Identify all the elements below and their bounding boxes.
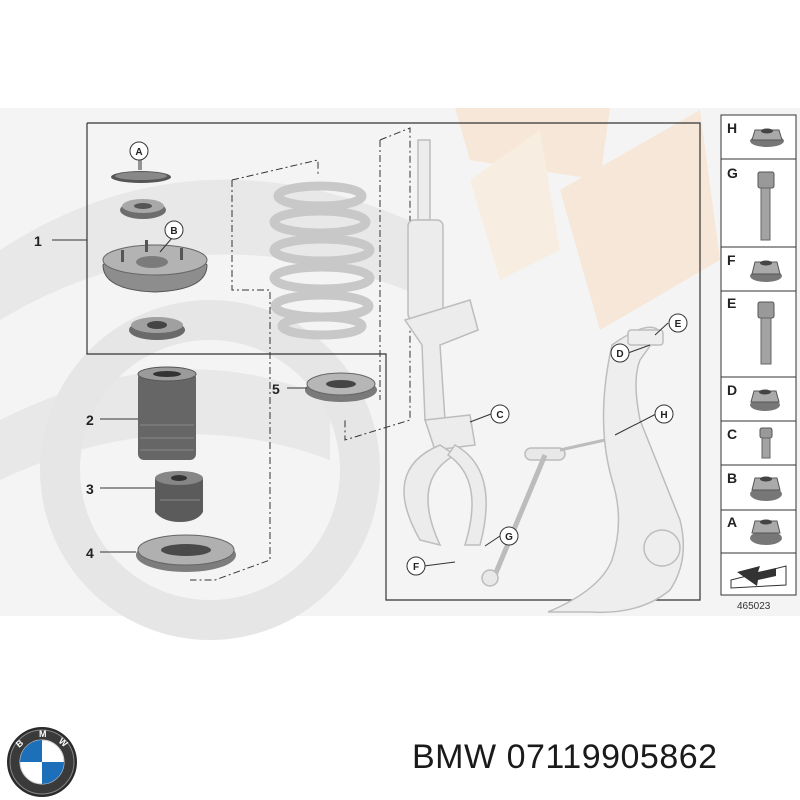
bump-stop xyxy=(155,471,203,522)
callout-e: E xyxy=(668,313,688,333)
callout-h: H xyxy=(654,404,674,424)
legend-label-b: B xyxy=(727,470,737,486)
nut-b-icon xyxy=(750,476,782,501)
callout-d: D xyxy=(610,343,630,363)
nut-d-icon xyxy=(750,389,780,411)
callout-e-text: E xyxy=(675,319,682,330)
callout-leader-lines xyxy=(138,160,669,567)
lower-bearing xyxy=(129,317,185,340)
legend-label-f: F xyxy=(727,252,736,268)
callout-a-text: A xyxy=(135,147,142,158)
coil-spring xyxy=(269,181,375,340)
part-label-1: 1 xyxy=(34,233,42,249)
logo-letter-m: M xyxy=(39,729,47,739)
caption-brand: BMW xyxy=(412,738,497,776)
logo-letter-b: B xyxy=(14,737,26,749)
legend-label-d: D xyxy=(727,382,737,398)
callout-a: A xyxy=(129,141,149,161)
arrow-icon xyxy=(730,565,787,589)
group-1-frame xyxy=(86,122,701,601)
shock-absorber xyxy=(403,139,487,547)
part-a-washer xyxy=(111,160,171,183)
part-label-4: 4 xyxy=(86,545,94,561)
legend-label-e: E xyxy=(727,295,736,311)
callout-c-text: C xyxy=(496,410,503,421)
callout-h-text: H xyxy=(660,410,667,421)
assembly-dashed-lines xyxy=(190,127,411,581)
callout-d-text: D xyxy=(616,349,623,360)
bmw-logo: B M W xyxy=(7,727,77,797)
callout-f-text: F xyxy=(413,562,419,573)
fastener-legend: H G F E D C B A xyxy=(720,114,797,612)
callout-g-text: G xyxy=(505,532,513,543)
part-number-labels: 1 2 3 4 5 xyxy=(34,233,280,561)
dust-boot xyxy=(137,366,197,460)
callout-c: C xyxy=(490,404,510,424)
bolt-g-icon xyxy=(757,171,775,241)
callout-b: B xyxy=(164,220,184,240)
nut-h-icon xyxy=(750,128,784,147)
spring-seat-lower xyxy=(136,534,236,572)
callout-f: F xyxy=(406,556,426,576)
part-label-2: 2 xyxy=(86,412,94,428)
bearing-ring xyxy=(120,199,166,219)
wheel-carrier xyxy=(547,326,685,614)
parts-diagram: 1 2 3 4 5 A B C D E F xyxy=(0,108,800,640)
spring-seat-upper xyxy=(305,372,377,402)
reference-number: 465023 xyxy=(737,601,771,612)
legend-label-g: G xyxy=(727,165,738,181)
callout-circles: A B C D E F G H xyxy=(129,141,688,576)
callout-g: G xyxy=(499,526,519,546)
legend-label-c: C xyxy=(727,426,737,442)
stabilizer-link xyxy=(481,438,606,587)
nut-a-icon xyxy=(750,519,782,545)
part-label-3: 3 xyxy=(86,481,94,497)
strut-mount xyxy=(102,240,208,293)
bolt-c-icon xyxy=(759,427,773,459)
legend-label-a: A xyxy=(727,514,737,530)
watermark-background xyxy=(0,108,800,640)
legend-label-h: H xyxy=(727,120,737,136)
nut-f-icon xyxy=(750,260,782,282)
caption-part-number: 07119905862 xyxy=(506,738,718,776)
callout-b-text: B xyxy=(170,226,177,237)
part-leader-lines xyxy=(52,239,307,553)
part-label-5: 5 xyxy=(272,381,280,397)
bolt-e-icon xyxy=(757,301,775,365)
